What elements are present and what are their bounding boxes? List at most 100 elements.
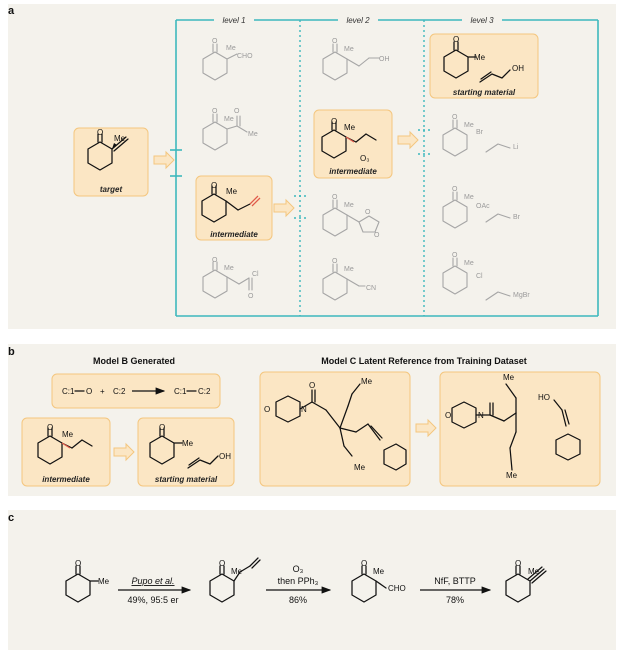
target-o-atom: O <box>97 128 103 137</box>
c-ald-me: Me <box>373 567 385 576</box>
reference-product-box <box>259 371 411 487</box>
reference-reactant-malonate <box>451 383 517 471</box>
b-starting-ketone <box>149 427 183 465</box>
ref-prod-me-top: Me <box>361 377 373 386</box>
l3-bromoketone <box>442 119 468 157</box>
panel-b: b Model B Generated Model C Latent Refer… <box>8 344 616 496</box>
l2-intermediate-box <box>313 109 393 179</box>
l1-mol2-me: Me <box>224 116 234 123</box>
ref-react-me-bottom: Me <box>506 471 518 480</box>
l2-mol3-me: Me <box>344 202 354 209</box>
l1-intermediate-label: intermediate <box>210 230 258 239</box>
b-arrow-2 <box>415 418 437 438</box>
l2-alcohol-molecule <box>322 43 380 81</box>
l3-sm-o: O <box>453 35 459 44</box>
l1-acylchloride-molecule <box>202 261 253 299</box>
model-b-title: Model B Generated <box>93 356 175 366</box>
c-step2-reagent: then PPh₃ <box>278 576 319 586</box>
c-alkyne-target <box>505 565 547 603</box>
reference-reactant-cinnamyl-alcohol <box>553 399 581 461</box>
c-allyl-o: O <box>219 559 225 568</box>
template-c2: C:2 <box>113 387 126 396</box>
l1-mol4-cl: Cl <box>252 271 259 278</box>
arrow-target-to-l1 <box>153 150 175 170</box>
l1-int-o: O <box>211 181 217 190</box>
l3-mol2-me: Me <box>464 122 474 129</box>
c-sm-me: Me <box>98 577 110 586</box>
l3-mol4-o: O <box>452 252 458 259</box>
ref-react-ho: HO <box>538 393 550 402</box>
l1-mol2-me2: Me <box>248 131 258 138</box>
b-intermediate-box <box>21 417 111 487</box>
l3-mol3-oac: OAc <box>476 203 490 210</box>
panel-a-letter: a <box>8 5 15 17</box>
panel-b-letter: b <box>8 346 15 358</box>
c-step3-reagent: NfF, BTTP <box>434 576 476 586</box>
template-c1: C:1 <box>62 387 75 396</box>
panel-c-background <box>8 510 616 650</box>
l2-int-me: Me <box>344 123 356 132</box>
c-step2-ozone: O₃ <box>293 564 304 574</box>
l2-mol3-o2: O <box>365 209 371 216</box>
c-step1-yield: 49%, 95:5 er <box>127 595 178 605</box>
l1-intermediate-molecule <box>201 185 261 223</box>
l3-mol2-br: Br <box>476 129 484 136</box>
l2-mol4-me: Me <box>344 266 354 273</box>
level-2-header: level 2 <box>346 16 370 25</box>
l2-mol3-o3: O <box>374 232 380 239</box>
l3-mol2-li: Li <box>513 144 519 151</box>
b-int-o: O <box>47 423 53 432</box>
c-step3-yield: 78% <box>446 595 464 605</box>
c-allyl-ketone <box>209 557 261 603</box>
template-product-c2: C:2 <box>198 387 211 396</box>
l2-int-o: O <box>331 117 337 126</box>
c-target-me: Me <box>528 567 540 576</box>
l3-mol2-o: O <box>452 114 458 121</box>
l2-mol1-me: Me <box>344 46 354 53</box>
panel-a: a level 1 level 2 level 3 <box>8 4 616 329</box>
l3-starting-ketone <box>443 41 477 79</box>
template-o: O <box>86 387 92 396</box>
target-molecule <box>87 133 129 171</box>
c-methylcyclohexanone <box>65 565 99 603</box>
l2-mol1-oh: OH <box>379 56 390 63</box>
l2-mol3-o: O <box>332 194 338 201</box>
arrow-l2-to-l3 <box>397 130 419 150</box>
l3-allyl-br <box>485 213 511 223</box>
l1-intermediate-box <box>195 175 273 241</box>
level-3-header: level 3 <box>470 16 494 25</box>
b-intermediate-molecule <box>37 427 93 465</box>
l1-aldehyde-molecule <box>202 43 238 81</box>
ref-react-o-morpholine: O <box>445 411 451 420</box>
l3-sm-me: Me <box>474 53 486 62</box>
ref-prod-o-amide: O <box>309 381 315 390</box>
l1-mol4-o: O <box>212 257 218 264</box>
b-allyl-alcohol <box>187 455 219 469</box>
l3-mol3-o: O <box>452 186 458 193</box>
level-1-header: level 1 <box>222 16 245 25</box>
ref-prod-n: N <box>301 405 307 414</box>
l3-mol4-cl: Cl <box>476 273 483 280</box>
b-sm-o: O <box>159 423 165 432</box>
template-plus: + <box>100 387 105 396</box>
ref-prod-o-morpholine: O <box>264 405 270 414</box>
l1-int-me: Me <box>226 187 238 196</box>
ref-prod-me-bottom: Me <box>354 463 366 472</box>
ref-react-n: N <box>478 411 484 420</box>
model-c-title: Model C Latent Reference from Training D… <box>321 356 527 366</box>
c-step1-reagent: Pupo et al. <box>131 576 174 586</box>
b-starting-label: starting material <box>155 475 218 484</box>
l3-mol4-me: Me <box>464 260 474 267</box>
c-step2-yield: 86% <box>289 595 307 605</box>
l2-mol4-cn: CN <box>366 285 376 292</box>
ref-react-me-top: Me <box>503 373 515 382</box>
c-aldehyde <box>351 565 387 603</box>
l2-mol1-o: O <box>332 38 338 45</box>
b-intermediate-label: intermediate <box>42 475 90 484</box>
l1-mol1-cho: CHO <box>237 53 253 60</box>
reference-reactants-box <box>439 371 601 487</box>
l3-mol3-br: Br <box>513 214 521 221</box>
target-me: Me <box>114 134 126 143</box>
c-sm-o: O <box>75 559 81 568</box>
